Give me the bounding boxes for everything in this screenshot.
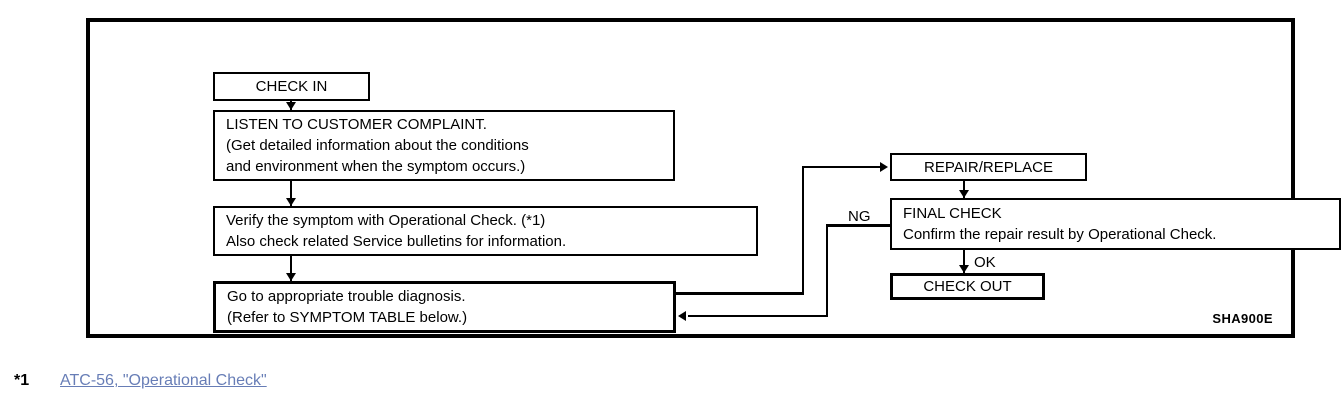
flow-box-final-check-line-1: FINAL CHECK — [903, 205, 1002, 222]
flow-box-verify-line-1: Verify the symptom with Operational Chec… — [226, 212, 546, 229]
connector-verify-to-goto — [290, 256, 292, 281]
connector-ng-vertical — [826, 224, 828, 316]
connector-listen-to-verify — [290, 181, 292, 206]
flow-box-check-in: CHECK IN — [213, 72, 370, 101]
diagram-frame: CHECK IN LISTEN TO CUSTOMER COMPLAINT. (… — [86, 18, 1341, 338]
flow-box-listen-line-2: (Get detailed information about the cond… — [226, 137, 529, 154]
flow-box-verify-line-2: Also check related Service bulletins for… — [226, 233, 567, 250]
footnote-link-operational-check[interactable]: ATC-56, "Operational Check" — [60, 372, 267, 389]
arrowhead-left-goto-diagnosis — [678, 311, 686, 321]
edge-label-ng: NG — [848, 208, 871, 225]
arrowhead-right-repair-replace — [880, 162, 888, 172]
arrowhead-down-goto — [286, 273, 296, 281]
arrowhead-down-listen — [286, 102, 296, 110]
flow-box-go-to-trouble-diagnosis: Go to appropriate trouble diagnosis. (Re… — [213, 281, 676, 333]
flow-box-listen-to-customer-complaint: LISTEN TO CUSTOMER COMPLAINT. (Get detai… — [213, 110, 675, 181]
flow-box-check-out-line-1: CHECK OUT — [923, 278, 1012, 295]
connector-repair-to-final — [963, 181, 965, 198]
figure-id-label: SHA900E — [1212, 311, 1273, 326]
flow-box-goto-line-1: Go to appropriate trouble diagnosis. — [227, 288, 466, 305]
flow-box-check-out: CHECK OUT — [890, 273, 1045, 300]
footnote: *1 ATC-56, "Operational Check" — [14, 372, 267, 390]
footnote-marker: *1 — [14, 372, 30, 389]
connector-goto-out-horizontal — [676, 292, 804, 295]
arrowhead-down-verify — [286, 198, 296, 206]
flow-box-repair-replace: REPAIR/REPLACE — [890, 153, 1087, 181]
flow-box-check-in-line-1: CHECK IN — [255, 78, 328, 95]
connector-ng-horizontal — [826, 224, 891, 227]
connector-goto-out-vertical — [802, 166, 804, 294]
flow-box-verify-symptom: Verify the symptom with Operational Chec… — [213, 206, 758, 256]
flow-box-listen-line-3: and environment when the symptom occurs.… — [226, 158, 526, 175]
arrowhead-down-final-check — [959, 190, 969, 198]
flow-box-final-check-line-2: Confirm the repair result by Operational… — [903, 226, 1217, 243]
arrowhead-down-check-out — [959, 265, 969, 273]
edge-label-ok: OK — [974, 254, 996, 271]
connector-final-to-check-out — [963, 250, 965, 273]
flow-box-repair-replace-line-1: REPAIR/REPLACE — [924, 158, 1053, 176]
connector-ng-return-horizontal — [688, 315, 828, 317]
connector-into-repair-horizontal — [802, 166, 882, 168]
flow-box-listen-line-1: LISTEN TO CUSTOMER COMPLAINT. — [226, 116, 487, 133]
flow-box-final-check: FINAL CHECK Confirm the repair result by… — [890, 198, 1341, 250]
flow-box-goto-line-2: (Refer to SYMPTOM TABLE below.) — [227, 309, 468, 326]
